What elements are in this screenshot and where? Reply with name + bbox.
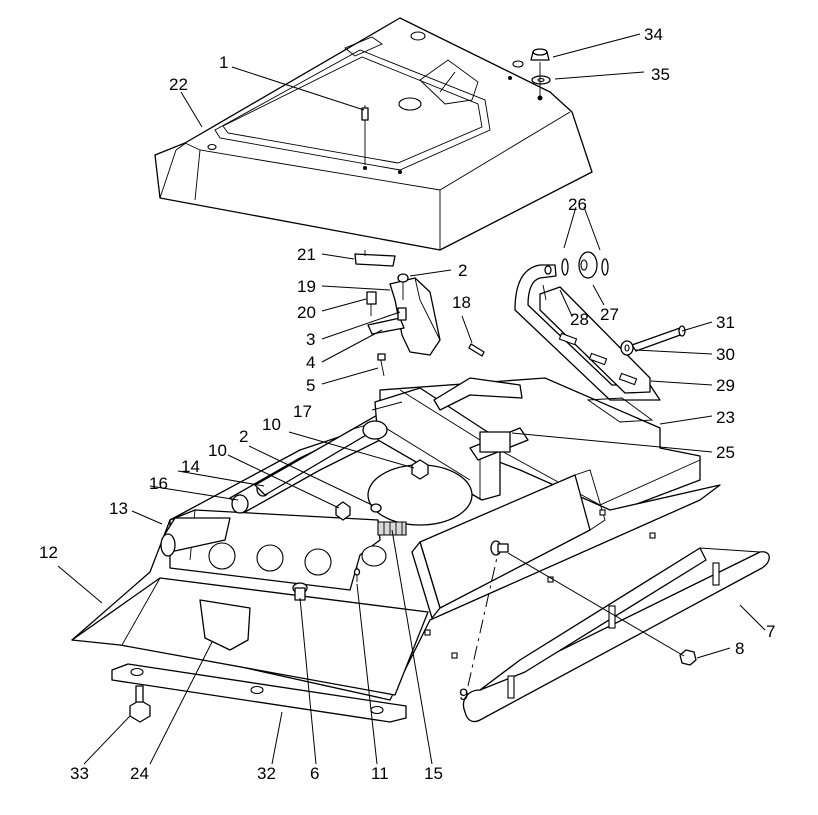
callout-27: 27	[600, 305, 619, 324]
callout-14: 14	[181, 457, 200, 476]
callout-24: 24	[130, 764, 149, 783]
callout-1: 1	[219, 53, 228, 72]
leader-lines	[57, 33, 766, 765]
flat-bar-32	[111, 663, 407, 723]
callout-19: 19	[297, 277, 316, 296]
callout-32: 32	[257, 764, 276, 783]
callout-31: 31	[716, 313, 735, 332]
skid-7	[462, 547, 770, 723]
callout-33: 33	[70, 764, 89, 783]
callout-3: 3	[306, 330, 315, 349]
callout-2-lower: 2	[239, 427, 248, 446]
callout-18: 18	[452, 293, 471, 312]
callout-4: 4	[306, 353, 315, 372]
callout-5: 5	[306, 376, 315, 395]
callout-35: 35	[651, 65, 670, 84]
callout-34: 34	[644, 25, 663, 44]
bolt-33	[129, 685, 151, 723]
callout-11: 11	[371, 764, 389, 783]
callout-21: 21	[297, 245, 316, 264]
callout-23: 23	[716, 408, 735, 427]
callout-28: 28	[570, 310, 589, 329]
callout-26: 26	[568, 195, 587, 214]
callout-9: 9	[459, 685, 468, 704]
callout-12: 12	[39, 543, 58, 562]
callout-30: 30	[716, 345, 735, 364]
screw-part-1	[361, 105, 369, 165]
pin-18	[468, 343, 485, 357]
callout-16: 16	[149, 474, 168, 493]
pivot-shafts	[160, 377, 697, 666]
roller-26-27	[561, 251, 609, 279]
callout-8: 8	[735, 639, 744, 658]
callout-22: 22	[169, 75, 188, 94]
callout-20: 20	[297, 303, 316, 322]
callout-15: 15	[424, 764, 443, 783]
callout-13: 13	[109, 499, 128, 518]
callout-29: 29	[716, 376, 735, 395]
handle-bracket-29	[514, 264, 661, 401]
callout-10-lower: 10	[208, 441, 227, 460]
callout-10-upper: 10	[262, 415, 281, 434]
bolt-washer-30-31	[620, 325, 686, 356]
callout-25: 25	[716, 443, 735, 462]
nut-and-washer-34-35	[530, 48, 551, 101]
callout-labels: 1 22 34 35 21 2 19 20 3 4 5 18 17 10 2 1…	[39, 25, 775, 783]
hood-cover	[154, 17, 593, 251]
callout-2-top: 2	[458, 261, 467, 280]
callout-17: 17	[293, 402, 312, 421]
callout-6: 6	[310, 764, 319, 783]
latch-assembly	[354, 250, 441, 377]
callout-7: 7	[766, 622, 775, 641]
